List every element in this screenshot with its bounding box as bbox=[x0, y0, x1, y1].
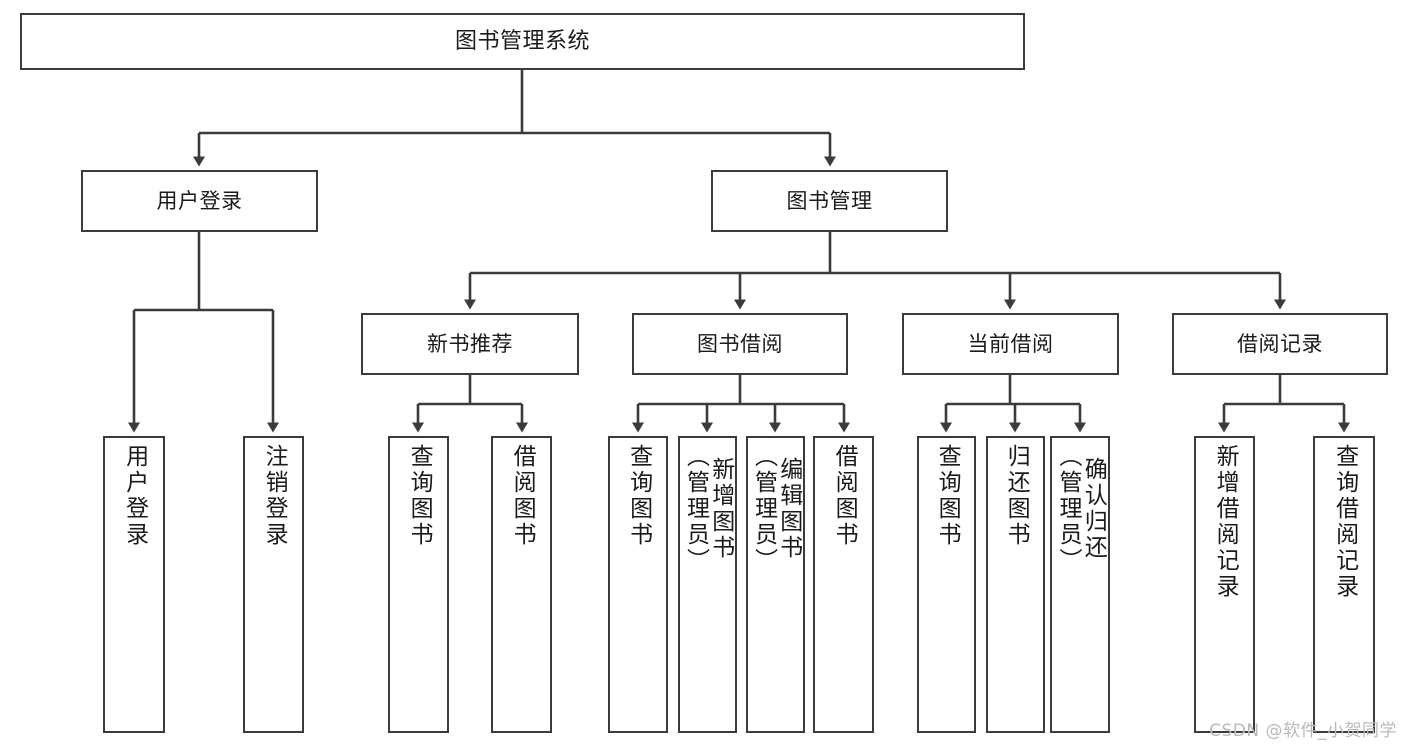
node-label: 图书管理系统 bbox=[454, 28, 590, 54]
node-label: 查询图书 bbox=[625, 444, 652, 548]
leaf-borrow-borrow-book[interactable]: 借阅图书 bbox=[813, 436, 874, 733]
node-borrow-records[interactable]: 借阅记录 bbox=[1172, 313, 1388, 375]
node-label: 新书推荐 bbox=[427, 331, 513, 356]
leaf-current-confirm-return-admin[interactable]: 确认归还 （管理员） bbox=[1050, 436, 1110, 733]
leaf-record-query-borrow-record[interactable]: 查询借阅记录 bbox=[1313, 436, 1375, 733]
node-label: 注销登录 bbox=[261, 444, 288, 548]
node-book-management[interactable]: 图书管理 bbox=[711, 170, 948, 232]
leaf-recommend-query-book[interactable]: 查询图书 bbox=[388, 436, 449, 733]
node-label: 借阅图书 bbox=[509, 444, 536, 548]
leaf-borrow-add-book-admin[interactable]: 新增图书 （管理员） bbox=[678, 436, 737, 733]
leaf-record-add-borrow-record[interactable]: 新增借阅记录 bbox=[1194, 436, 1255, 733]
node-book-borrow[interactable]: 图书借阅 bbox=[632, 313, 848, 375]
node-label: 用户登录 bbox=[156, 188, 243, 213]
node-label: 用户登录 bbox=[121, 444, 148, 548]
leaf-user-login[interactable]: 用户登录 bbox=[103, 436, 165, 733]
node-current-borrow[interactable]: 当前借阅 bbox=[902, 313, 1119, 375]
leaf-current-return-book[interactable]: 归还图书 bbox=[986, 436, 1045, 733]
node-label: 查询图书 bbox=[406, 444, 433, 548]
leaf-borrow-edit-book-admin[interactable]: 编辑图书 （管理员） bbox=[746, 436, 805, 733]
node-label: 新增图书 （管理员） bbox=[682, 444, 734, 574]
csdn-watermark: CSDN @软件_小贺同学 bbox=[1209, 721, 1397, 741]
node-root-system[interactable]: 图书管理系统 bbox=[20, 13, 1025, 70]
node-label: 借阅图书 bbox=[831, 444, 858, 548]
node-label: 确认归还 （管理员） bbox=[1055, 444, 1107, 574]
node-new-book-recommend[interactable]: 新书推荐 bbox=[361, 313, 579, 375]
node-label: 查询图书 bbox=[934, 444, 961, 548]
node-label: 查询借阅记录 bbox=[1331, 444, 1358, 600]
node-label: 归还图书 bbox=[1003, 444, 1030, 548]
node-label: 图书借阅 bbox=[697, 331, 783, 356]
leaf-user-logout[interactable]: 注销登录 bbox=[243, 436, 304, 733]
node-label: 图书管理 bbox=[786, 188, 873, 213]
leaf-recommend-borrow-book[interactable]: 借阅图书 bbox=[491, 436, 552, 733]
node-label: 当前借阅 bbox=[967, 331, 1054, 356]
leaf-borrow-query-book[interactable]: 查询图书 bbox=[608, 436, 668, 733]
node-user-login[interactable]: 用户登录 bbox=[81, 170, 318, 232]
node-label: 新增借阅记录 bbox=[1212, 444, 1239, 600]
leaf-current-query-book[interactable]: 查询图书 bbox=[917, 436, 976, 733]
node-label: 编辑图书 （管理员） bbox=[750, 444, 802, 574]
node-label: 借阅记录 bbox=[1237, 331, 1323, 356]
